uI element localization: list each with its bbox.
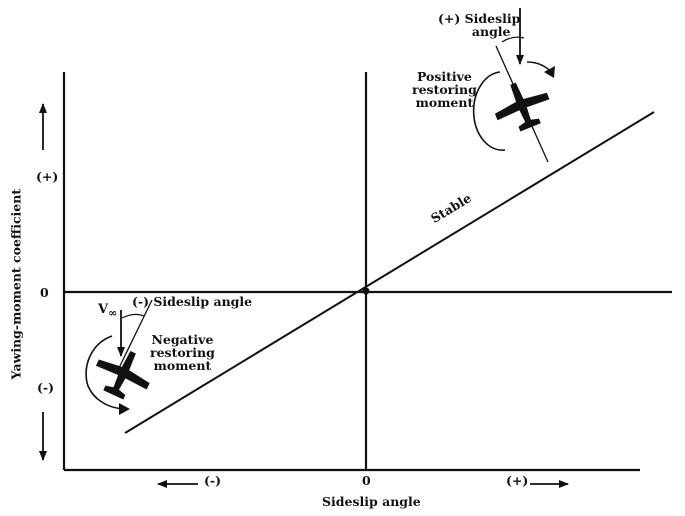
positive-sideslip-line1: (+) Sideslip xyxy=(438,11,521,26)
positive-moment-line2: restoring xyxy=(412,82,477,98)
negative-moment-line3: moment xyxy=(153,358,212,374)
x-axis-label: Sideslip angle xyxy=(322,494,421,509)
negative-sideslip-diagram xyxy=(85,299,153,415)
sideslip-angle-arc xyxy=(501,36,525,43)
free-stream-velocity-label: V∞ xyxy=(98,303,117,319)
negative-moment-line2: restoring xyxy=(150,345,215,361)
airplane-axis-line xyxy=(117,299,153,371)
y-axis-label: Yawing-moment coefficient xyxy=(8,188,24,380)
velocity-subscript: ∞ xyxy=(108,306,118,320)
sideslip-angle-arc xyxy=(121,313,145,319)
positive-sideslip-diagram xyxy=(472,8,555,163)
negative-sideslip-label: (-) Sideslip angle xyxy=(132,294,253,309)
restoring-moment-arrowhead xyxy=(119,403,130,415)
positive-sideslip-label: (+) Sideslip angle xyxy=(438,12,520,38)
x-minus-label: (-) xyxy=(204,473,222,488)
airplane-icon xyxy=(494,82,550,132)
y-plus-label: (+) xyxy=(36,169,59,184)
restoring-moment-arc xyxy=(85,335,125,410)
velocity-symbol: V xyxy=(98,302,109,317)
stable-curve xyxy=(124,111,655,434)
restoring-moment-arrowhead xyxy=(544,66,555,78)
origin-dot xyxy=(362,287,370,295)
y-minus-label: (-) xyxy=(37,380,55,395)
x-plus-label: (+) xyxy=(506,473,529,488)
y-zero-label: 0 xyxy=(40,285,49,300)
positive-moment-line3: moment xyxy=(415,95,474,111)
negative-moment-line1: Negative xyxy=(151,332,214,347)
negative-moment-label: Negative restoring moment xyxy=(150,333,215,372)
positive-moment-label: Positive restoring moment xyxy=(412,70,477,109)
positive-sideslip-line2: angle xyxy=(471,24,511,40)
airplane-icon xyxy=(95,350,150,400)
x-zero-label: 0 xyxy=(362,473,371,488)
positive-moment-line1: Positive xyxy=(416,69,472,84)
